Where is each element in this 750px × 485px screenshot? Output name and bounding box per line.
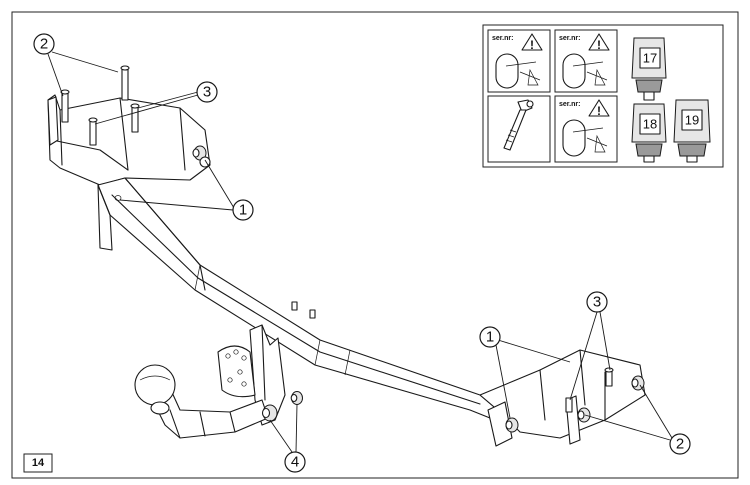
socket-size-label: 17: [643, 51, 657, 66]
callout-bracket-right: 2: [584, 384, 691, 455]
torque-wrench-panel: [487, 95, 551, 163]
svg-text:ser.nr:: ser.nr:: [559, 101, 580, 108]
callout-bolts-right: 1: [479, 326, 571, 419]
towbar-drawing: 2 3 1 1 3: [33, 33, 691, 473]
left-mounting-bracket: [47, 65, 211, 186]
warning-triangle-icon: !: [521, 33, 543, 52]
left-bracket-bolt: [192, 145, 211, 168]
ball-mount-bolt-2: [290, 391, 303, 405]
tow-ball-assembly: [134, 324, 303, 439]
svg-text:ser.nr:: ser.nr:: [559, 35, 580, 42]
svg-text:!: !: [597, 104, 601, 118]
socket-19: 19: [673, 99, 711, 163]
torque-panel-3: ser.nr: !: [554, 95, 618, 163]
warning-triangle-icon: !: [588, 99, 610, 118]
svg-text:3: 3: [593, 294, 601, 311]
socket-18: 18: [631, 103, 667, 163]
socket-17: 17: [631, 37, 667, 101]
svg-text:1: 1: [239, 202, 247, 219]
right-bracket-bolt-right: [631, 375, 645, 391]
callout-bolts-left: 1: [119, 159, 254, 221]
warning-triangle-icon: !: [588, 33, 610, 52]
svg-text:2: 2: [676, 436, 684, 453]
torque-panel-1: ser.nr: !: [487, 29, 551, 93]
right-mounting-bracket: [479, 349, 646, 447]
right-bracket-bolt-mid: [577, 407, 591, 423]
diagram-frame: [11, 11, 739, 479]
svg-text:2: 2: [40, 36, 48, 53]
svg-text:!: !: [597, 38, 601, 52]
svg-text:1: 1: [486, 329, 494, 346]
callout-pins-right: 3: [569, 291, 611, 401]
instruction-legend: ser.nr: ! ser.nr: !: [482, 24, 724, 168]
socket-size-label: 19: [685, 113, 699, 128]
figure-number-box: 14: [23, 453, 53, 473]
ball-mount-bolt-1: [261, 404, 278, 422]
svg-text:14: 14: [32, 457, 45, 469]
callout-bracket-top-left: 2: [33, 33, 119, 97]
torque-wrench-icon: [503, 99, 534, 151]
svg-text:4: 4: [291, 454, 299, 471]
tow-ball: [134, 364, 176, 406]
svg-text:3: 3: [203, 84, 211, 101]
torque-panel-2: ser.nr: !: [554, 29, 618, 93]
svg-text:ser.nr:: ser.nr:: [492, 35, 513, 42]
socket-size-label: 18: [643, 117, 657, 132]
callout-pins-top: 3: [94, 81, 218, 125]
svg-text:!: !: [530, 38, 534, 52]
callout-ball-bolts: 4: [269, 403, 306, 473]
right-bracket-bolt-lower: [505, 417, 519, 433]
